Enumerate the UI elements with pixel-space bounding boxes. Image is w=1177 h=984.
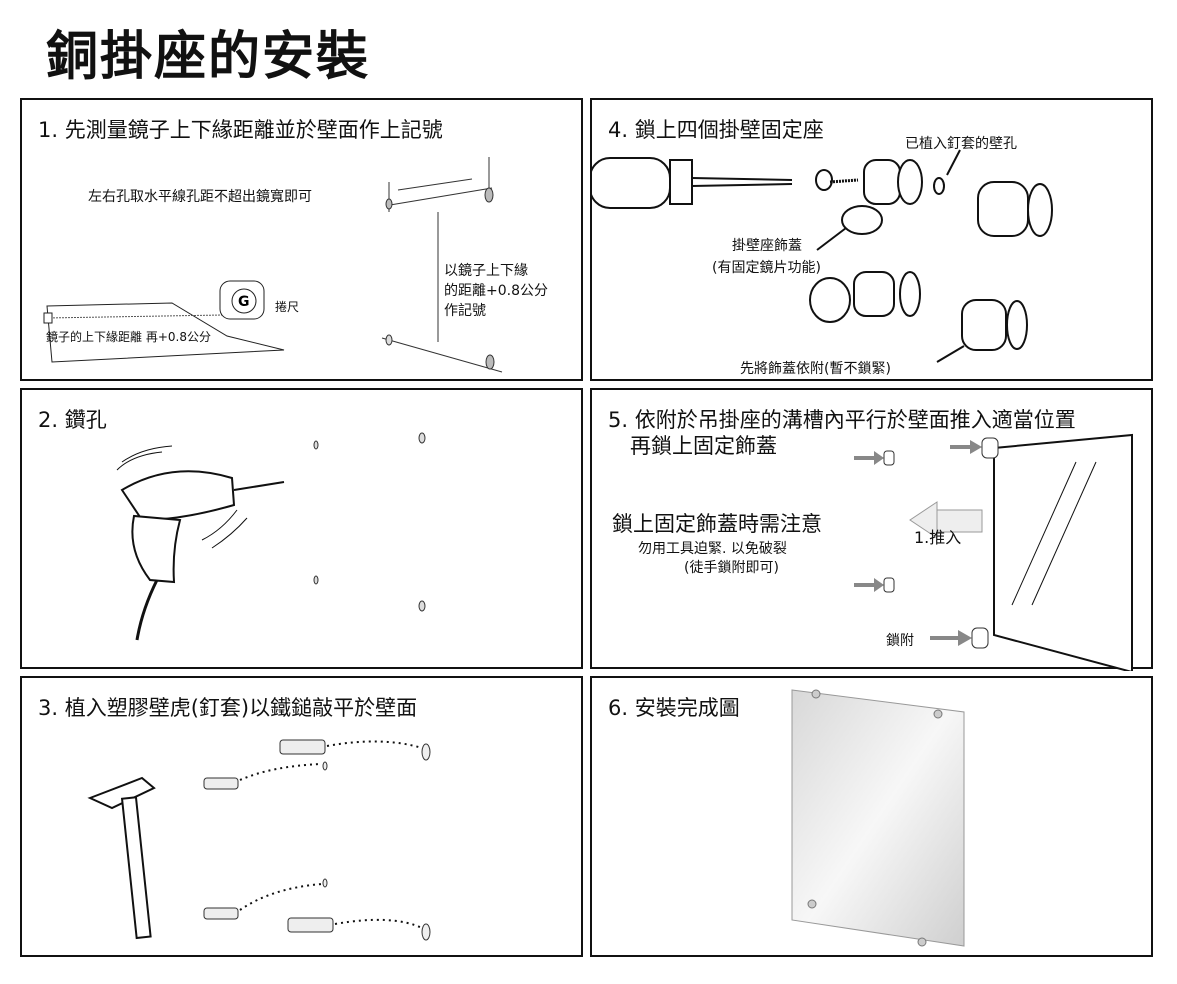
step-3-panel: 3. 植入塑膠壁虎(釘套)以鐵鎚敲平於壁面 bbox=[20, 676, 583, 957]
mark-note-line3: 作記號 bbox=[444, 303, 486, 319]
cap-label: 掛壁座飾蓋 bbox=[732, 238, 802, 254]
hand-tighten-note: (徒手鎖附即可) bbox=[684, 560, 779, 576]
mirror-push-illustration bbox=[854, 433, 1133, 671]
step-6-panel: 6. 安裝完成圖 bbox=[590, 676, 1153, 957]
lock-label: 鎖附 bbox=[886, 633, 914, 649]
step-5-heading-line2: 再鎖上固定飾蓋 bbox=[630, 434, 777, 458]
step-3-heading: 3. 植入塑膠壁虎(釘套)以鐵鎚敲平於壁面 bbox=[38, 696, 418, 720]
mark-note-line1: 以鏡子上下緣 bbox=[444, 263, 528, 279]
step-6-heading: 6. 安裝完成圖 bbox=[608, 696, 740, 720]
measure-illustration: G bbox=[43, 157, 503, 373]
caution-heading: 鎖上固定飾蓋時需注意 bbox=[612, 512, 822, 536]
step-4-panel: 4. 鎖上四個掛壁固定座 已植入釘套的壁孔 掛壁座飾蓋 (有固定鏡片功能) 先將… bbox=[590, 98, 1153, 381]
step-1-heading: 1. 先測量鏡子上下緣距離並於壁面作上記號 bbox=[38, 118, 443, 142]
tape-measure-label: 捲尺 bbox=[275, 300, 300, 314]
caution-note: 勿用工具迫緊. 以免破裂 bbox=[638, 541, 787, 557]
step-5-heading: 5. 依附於吊掛座的溝槽內平行於壁面推入適當位置 bbox=[608, 408, 1076, 432]
wall-hole-label: 已植入釘套的壁孔 bbox=[905, 136, 1017, 152]
step-2-panel: 2. 鑽孔 bbox=[20, 388, 583, 669]
step-1-panel: G 1. 先測量鏡子上下緣距離並於壁面作上記號 左右孔取水平線孔距不超出鏡寬即可… bbox=[20, 98, 583, 381]
attach-cap-label: 先將飾蓋依附(暫不鎖緊) bbox=[740, 361, 891, 377]
page-title: 銅掛座的安裝 bbox=[46, 27, 371, 87]
mirror-distance-label: 鏡子的上下緣距離 再+0.8公分 bbox=[46, 330, 211, 344]
hole-spacing-note: 左右孔取水平線孔距不超出鏡寬即可 bbox=[88, 189, 312, 205]
drill-illustration bbox=[116, 432, 426, 641]
completed-mirror-illustration bbox=[791, 689, 965, 947]
mark-note-line2: 的距離+0.8公分 bbox=[444, 283, 548, 299]
svg-text:G: G bbox=[238, 294, 250, 310]
push-label: 1.推入 bbox=[914, 528, 962, 547]
step-5-panel: 5. 依附於吊掛座的溝槽內平行於壁面推入適當位置 再鎖上固定飾蓋 鎖上固定飾蓋時… bbox=[590, 388, 1153, 671]
anchor-illustration bbox=[87, 739, 431, 941]
step-2-heading: 2. 鑽孔 bbox=[38, 408, 107, 432]
step-4-heading: 4. 鎖上四個掛壁固定座 bbox=[608, 118, 824, 142]
cap-function-label: (有固定鏡片功能) bbox=[712, 260, 821, 276]
mount-illustration bbox=[592, 149, 1053, 363]
